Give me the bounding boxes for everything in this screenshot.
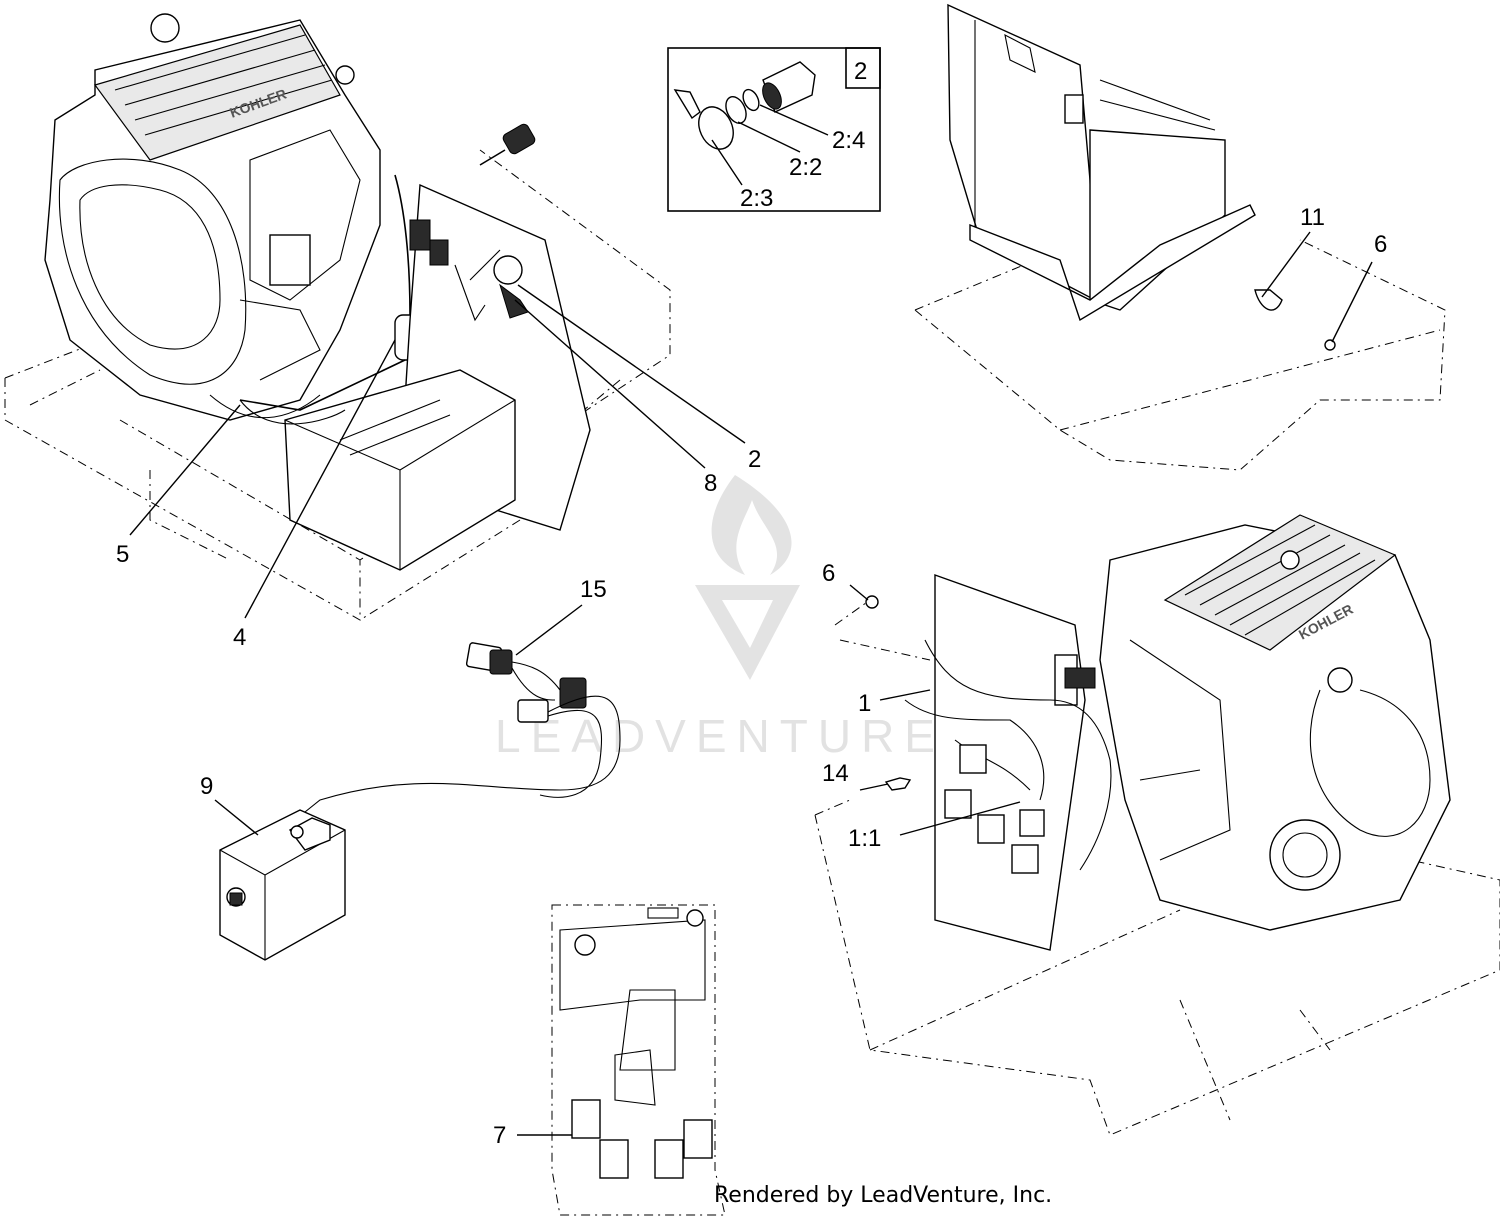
harness-and-switch-box: 15 9 bbox=[200, 576, 621, 961]
callout-6-top: 6 bbox=[1374, 231, 1387, 258]
callout-6-mid: 6 bbox=[822, 560, 835, 587]
callout-15: 15 bbox=[580, 576, 607, 603]
callout-14: 14 bbox=[822, 760, 849, 787]
callout-2-2: 2:2 bbox=[789, 154, 822, 181]
callout-1-1: 1:1 bbox=[848, 825, 881, 852]
callout-2-box: 2 bbox=[854, 58, 867, 85]
callout-9: 9 bbox=[200, 773, 213, 800]
watermark-flame-icon bbox=[711, 475, 792, 575]
top-right-assembly: 11 6 bbox=[914, 3, 1446, 471]
bottom-right-assembly: KOHLER 6 1 14 1:1 bbox=[814, 514, 1500, 1136]
callout-2-3: 2:3 bbox=[740, 185, 773, 212]
top-left-callouts: 2 8 5 4 bbox=[116, 284, 761, 651]
callout-11: 11 bbox=[1300, 204, 1325, 231]
rendered-by-credit: Rendered by LeadVenture, Inc. bbox=[714, 1183, 1052, 1208]
top-left-assembly: KOHLER bbox=[4, 13, 671, 621]
callout-4: 4 bbox=[233, 624, 246, 651]
watermark-v-icon bbox=[695, 585, 800, 680]
callout-1: 1 bbox=[858, 690, 871, 717]
callout-8: 8 bbox=[704, 470, 717, 497]
leadventure-watermark: LEADVENTURE bbox=[495, 475, 945, 762]
watermark-text: LEADVENTURE bbox=[495, 710, 945, 762]
callout-5: 5 bbox=[116, 541, 129, 568]
relay-panel-assembly: 7 bbox=[493, 904, 726, 1216]
callout-2: 2 bbox=[748, 446, 761, 473]
callout-2-4: 2:4 bbox=[832, 127, 865, 154]
detail-box-2: 2 2:4 2:2 2:3 bbox=[667, 47, 881, 212]
callout-7: 7 bbox=[493, 1122, 506, 1149]
